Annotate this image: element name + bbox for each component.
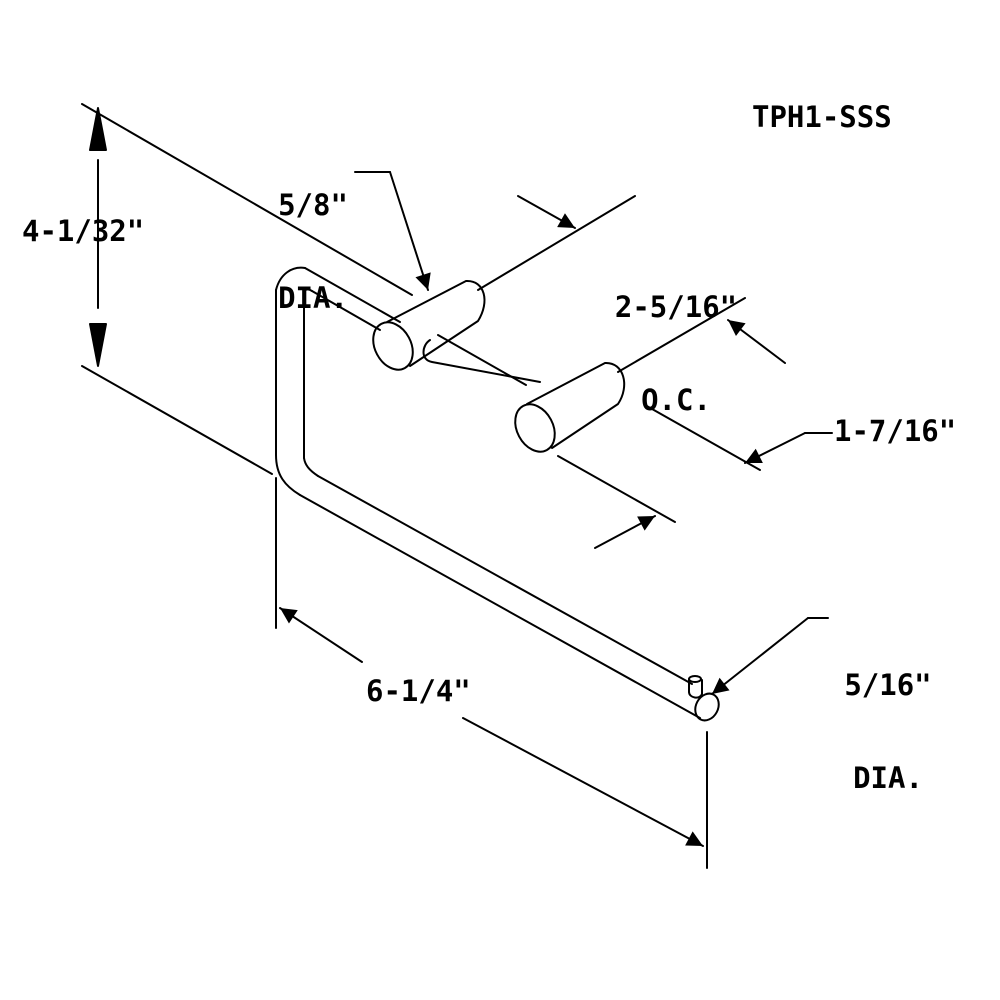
height-arrow-top [89, 107, 107, 151]
post-spacing-dimension [477, 195, 786, 373]
post-dia-label: 5/8" DIA. [268, 128, 358, 345]
rod-dia-leader [711, 617, 829, 695]
post-spacing-label-line2: O.C. [641, 383, 711, 417]
projection-extension-lower [557, 455, 676, 523]
frame-bottom-bar-inner [317, 475, 693, 685]
spacing-extension-upper [477, 195, 636, 291]
width-leader-right [462, 717, 704, 847]
spacing-extension-lower [617, 297, 746, 373]
spacing-leader-lower [727, 319, 786, 364]
projection-label: 1-7/16" [834, 414, 957, 448]
width-dimension [275, 477, 708, 869]
post-spacing-label-line1: 2-5/16" [614, 290, 738, 324]
holder-frame [275, 266, 720, 722]
height-arrow-bottom [89, 323, 107, 367]
post-dia-label-line1: 5/8" [278, 188, 348, 222]
height-extension-bottom [81, 365, 273, 475]
post-spacing-label: 2-5/16" O.C. [596, 230, 756, 447]
post-lower-face [514, 403, 556, 453]
frame-top-arm [275, 266, 306, 291]
width-leader-left [279, 607, 363, 663]
height-extension-top [81, 103, 413, 296]
height-dimension [81, 103, 413, 475]
spacing-leader-upper [517, 195, 576, 229]
rod-dia-label-line2: DIA. [853, 761, 923, 795]
post-dia-label-line2: DIA. [278, 281, 348, 315]
rod-pin [688, 678, 703, 699]
rod-dia-label: 5/16" DIA. [828, 608, 948, 825]
rod-end-cap [694, 692, 720, 722]
connecting-rod [422, 334, 541, 386]
projection-extension-upper [644, 404, 761, 471]
frame-bottom-bar-outer [299, 494, 701, 719]
post-upper-face [372, 321, 414, 371]
mounting-post-lower [514, 361, 626, 453]
mounting-post-upper [372, 279, 486, 371]
model-number: TPH1-SSS [752, 100, 892, 134]
rod-dia-label-line1: 5/16" [844, 668, 932, 702]
projection-dimension [557, 404, 833, 549]
height-dimension-label: 4-1/32" [22, 214, 145, 248]
width-dimension-label: 6-1/4" [366, 674, 471, 708]
post-dia-leader [354, 171, 431, 291]
projection-leader-lower [594, 515, 656, 549]
